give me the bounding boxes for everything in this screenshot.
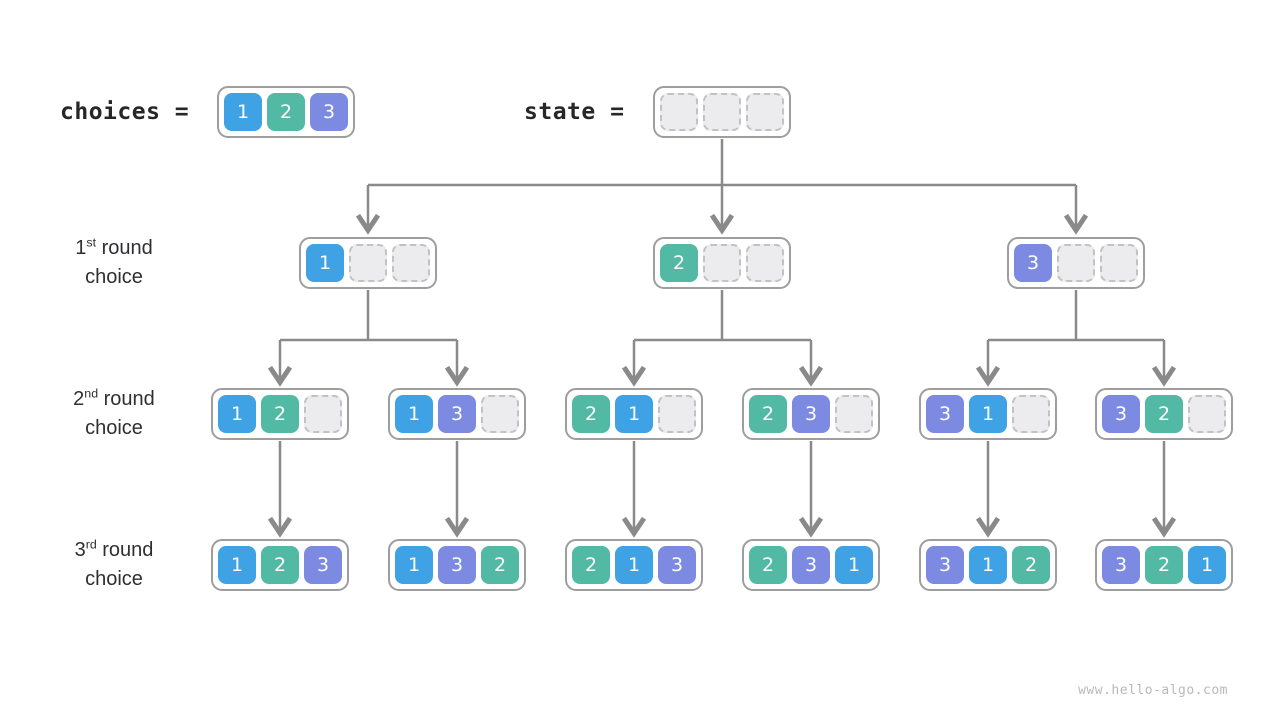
empty-slot-cell xyxy=(481,395,519,433)
empty-slot-cell xyxy=(746,93,784,131)
node-2: 2 xyxy=(653,237,791,289)
value-cell: 1 xyxy=(306,244,344,282)
value-cell: 2 xyxy=(261,395,299,433)
empty-slot-cell xyxy=(658,395,696,433)
value-cell: 3 xyxy=(658,546,696,584)
empty-slot-cell xyxy=(1057,244,1095,282)
empty-slot-cell xyxy=(1012,395,1050,433)
value-cell: 2 xyxy=(660,244,698,282)
value-cell: 1 xyxy=(835,546,873,584)
empty-slot-cell xyxy=(660,93,698,131)
value-cell: 1 xyxy=(395,395,433,433)
state-box xyxy=(653,86,791,138)
row-label-round-2: 2nd round choice xyxy=(73,386,155,439)
value-cell: 2 xyxy=(572,546,610,584)
empty-slot-cell xyxy=(1188,395,1226,433)
value-cell: 3 xyxy=(1102,395,1140,433)
watermark-url: www.hello-algo.com xyxy=(1078,683,1228,698)
value-cell: 2 xyxy=(261,546,299,584)
value-cell: 1 xyxy=(218,546,256,584)
empty-slot-cell xyxy=(349,244,387,282)
value-cell: 1 xyxy=(1188,546,1226,584)
node-3: 3 xyxy=(1007,237,1145,289)
value-cell: 3 xyxy=(792,395,830,433)
empty-slot-cell xyxy=(746,244,784,282)
value-cell: 2 xyxy=(481,546,519,584)
node-1: 1 xyxy=(299,237,437,289)
value-cell: 1 xyxy=(224,93,262,131)
value-cell: 3 xyxy=(926,395,964,433)
empty-slot-cell xyxy=(1100,244,1138,282)
value-cell: 3 xyxy=(1014,244,1052,282)
value-cell: 1 xyxy=(969,395,1007,433)
value-cell: 2 xyxy=(749,395,787,433)
state-label: state = xyxy=(524,99,625,125)
value-cell: 2 xyxy=(1145,395,1183,433)
value-cell: 2 xyxy=(267,93,305,131)
value-cell: 3 xyxy=(304,546,342,584)
value-cell: 3 xyxy=(310,93,348,131)
value-cell: 1 xyxy=(969,546,1007,584)
value-cell: 2 xyxy=(1012,546,1050,584)
value-cell: 2 xyxy=(572,395,610,433)
value-cell: 3 xyxy=(438,395,476,433)
value-cell: 3 xyxy=(1102,546,1140,584)
value-cell: 1 xyxy=(615,395,653,433)
empty-slot-cell xyxy=(703,93,741,131)
value-cell: 2 xyxy=(749,546,787,584)
value-cell: 2 xyxy=(1145,546,1183,584)
choices-label: choices = xyxy=(60,99,190,125)
empty-slot-cell xyxy=(304,395,342,433)
row-label-round-3: 3rd round choice xyxy=(74,537,154,590)
value-cell: 1 xyxy=(218,395,256,433)
value-cell: 3 xyxy=(438,546,476,584)
empty-slot-cell xyxy=(703,244,741,282)
value-cell: 3 xyxy=(792,546,830,584)
row-label-round-1: 1st round choice xyxy=(75,235,153,288)
empty-slot-cell xyxy=(392,244,430,282)
value-cell: 1 xyxy=(615,546,653,584)
empty-slot-cell xyxy=(835,395,873,433)
value-cell: 1 xyxy=(395,546,433,584)
value-cell: 3 xyxy=(926,546,964,584)
